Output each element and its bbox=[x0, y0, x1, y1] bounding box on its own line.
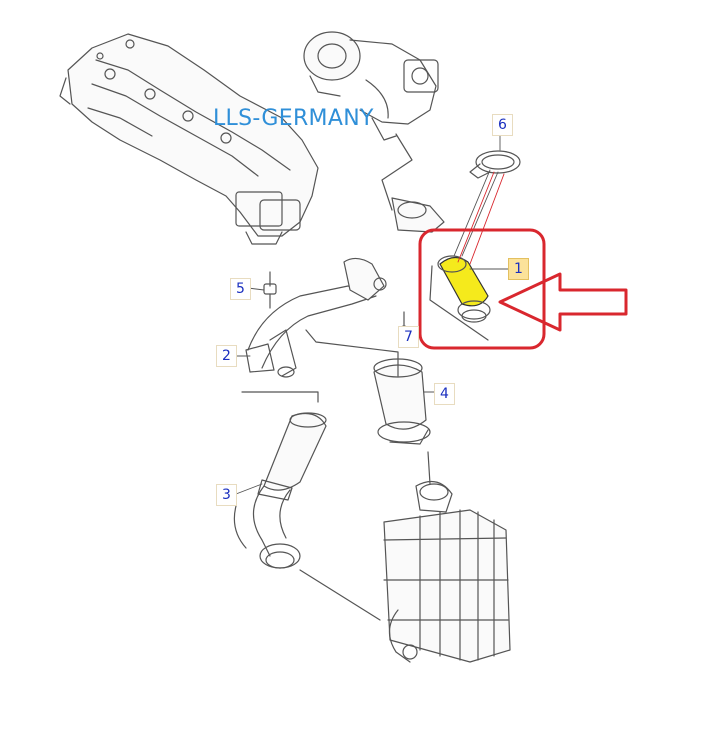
pointer-arrow bbox=[498, 272, 628, 332]
callout-3: 3 bbox=[216, 484, 237, 506]
highlight-box bbox=[418, 228, 546, 350]
callout-7: 7 bbox=[398, 326, 419, 348]
upper-charge-pipe bbox=[381, 133, 445, 233]
part-2-pipe bbox=[241, 257, 387, 403]
intake-manifold bbox=[59, 33, 319, 245]
part-5-sensor bbox=[263, 271, 277, 309]
part-1-hose bbox=[429, 255, 491, 341]
part-6-clamp bbox=[469, 150, 521, 179]
callout-2: 2 bbox=[216, 345, 237, 367]
callout-6: 6 bbox=[492, 114, 513, 136]
callout-4: 4 bbox=[434, 383, 455, 405]
watermark-text: LLS-GERMANY bbox=[213, 106, 374, 131]
part-4-hose bbox=[305, 329, 431, 445]
intercooler bbox=[383, 451, 511, 663]
callout-5: 5 bbox=[230, 278, 251, 300]
part-3-hose bbox=[233, 412, 381, 621]
callout-1: 1 bbox=[508, 258, 529, 280]
part-6-leader-red bbox=[457, 171, 505, 265]
turbocharger bbox=[303, 31, 439, 141]
